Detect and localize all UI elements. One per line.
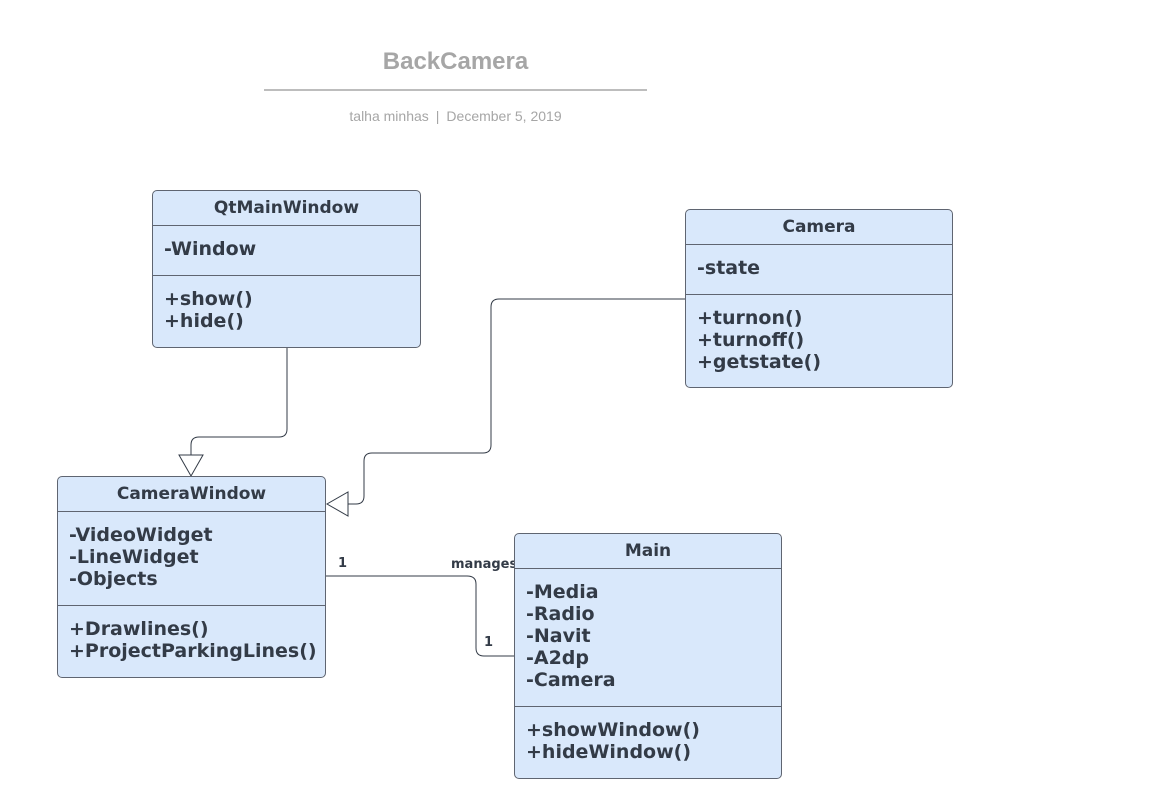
class-name: QtMainWindow bbox=[153, 191, 420, 226]
attributes-section: -Media -Radio -Navit -A2dp -Camera bbox=[515, 569, 781, 707]
attribute: -Camera bbox=[526, 669, 616, 691]
method: +turnon() bbox=[697, 307, 803, 329]
method: +getstate() bbox=[697, 351, 822, 373]
author-name: talha minhas bbox=[349, 108, 429, 124]
association-label: manages bbox=[451, 557, 518, 572]
method: +showWindow() bbox=[526, 719, 700, 741]
class-main[interactable]: Main -Media -Radio -Navit -A2dp -Camera … bbox=[514, 533, 782, 779]
diagram-date: December 5, 2019 bbox=[446, 108, 562, 124]
attribute: -VideoWidget bbox=[69, 524, 213, 546]
attribute: -Objects bbox=[69, 568, 158, 590]
method: +Drawlines() bbox=[69, 618, 209, 640]
association-target-multiplicity: 1 bbox=[484, 635, 494, 650]
meta-separator: | bbox=[435, 108, 440, 124]
attribute: -Window bbox=[164, 238, 257, 260]
camera-generalization-line[interactable] bbox=[348, 298, 686, 505]
attribute: -state bbox=[697, 257, 761, 279]
attributes-section: -Window bbox=[153, 226, 420, 276]
method: +show() bbox=[164, 288, 253, 310]
method: +ProjectParkingLines() bbox=[69, 640, 317, 662]
methods-section: +Drawlines() +ProjectParkingLines() bbox=[58, 606, 325, 662]
attribute: -Radio bbox=[526, 603, 595, 625]
attribute: -LineWidget bbox=[69, 546, 199, 568]
attribute: -A2dp bbox=[526, 647, 590, 669]
methods-section: +show() +hide() bbox=[153, 276, 420, 332]
attributes-section: -state bbox=[686, 245, 952, 295]
diagram-title: BackCamera bbox=[382, 48, 529, 75]
diagram-meta: talha minhas | December 5, 2019 bbox=[264, 108, 647, 124]
title-divider bbox=[264, 89, 647, 91]
class-camerawindow[interactable]: CameraWindow -VideoWidget -LineWidget -O… bbox=[57, 476, 326, 678]
class-name: CameraWindow bbox=[58, 477, 325, 512]
methods-section: +turnon() +turnoff() +getstate() bbox=[686, 295, 952, 373]
class-camera[interactable]: Camera -state +turnon() +turnoff() +gets… bbox=[685, 209, 953, 388]
class-name: Camera bbox=[686, 210, 952, 245]
attribute: -Navit bbox=[526, 625, 591, 647]
methods-section: +showWindow() +hideWindow() bbox=[515, 707, 781, 763]
attributes-section: -VideoWidget -LineWidget -Objects bbox=[58, 512, 325, 606]
qtmainwindow-generalization-arrowhead bbox=[178, 454, 204, 478]
manages-association-line[interactable] bbox=[326, 575, 514, 657]
class-qtmainwindow[interactable]: QtMainWindow -Window +show() +hide() bbox=[152, 190, 421, 348]
attribute: -Media bbox=[526, 581, 599, 603]
class-name: Main bbox=[515, 534, 781, 569]
camera-generalization-arrowhead bbox=[325, 491, 349, 517]
method: +hide() bbox=[164, 310, 244, 332]
method: +hideWindow() bbox=[526, 741, 692, 763]
qtmainwindow-generalization-line[interactable] bbox=[190, 348, 288, 455]
association-source-multiplicity: 1 bbox=[338, 556, 348, 571]
method: +turnoff() bbox=[697, 329, 805, 351]
